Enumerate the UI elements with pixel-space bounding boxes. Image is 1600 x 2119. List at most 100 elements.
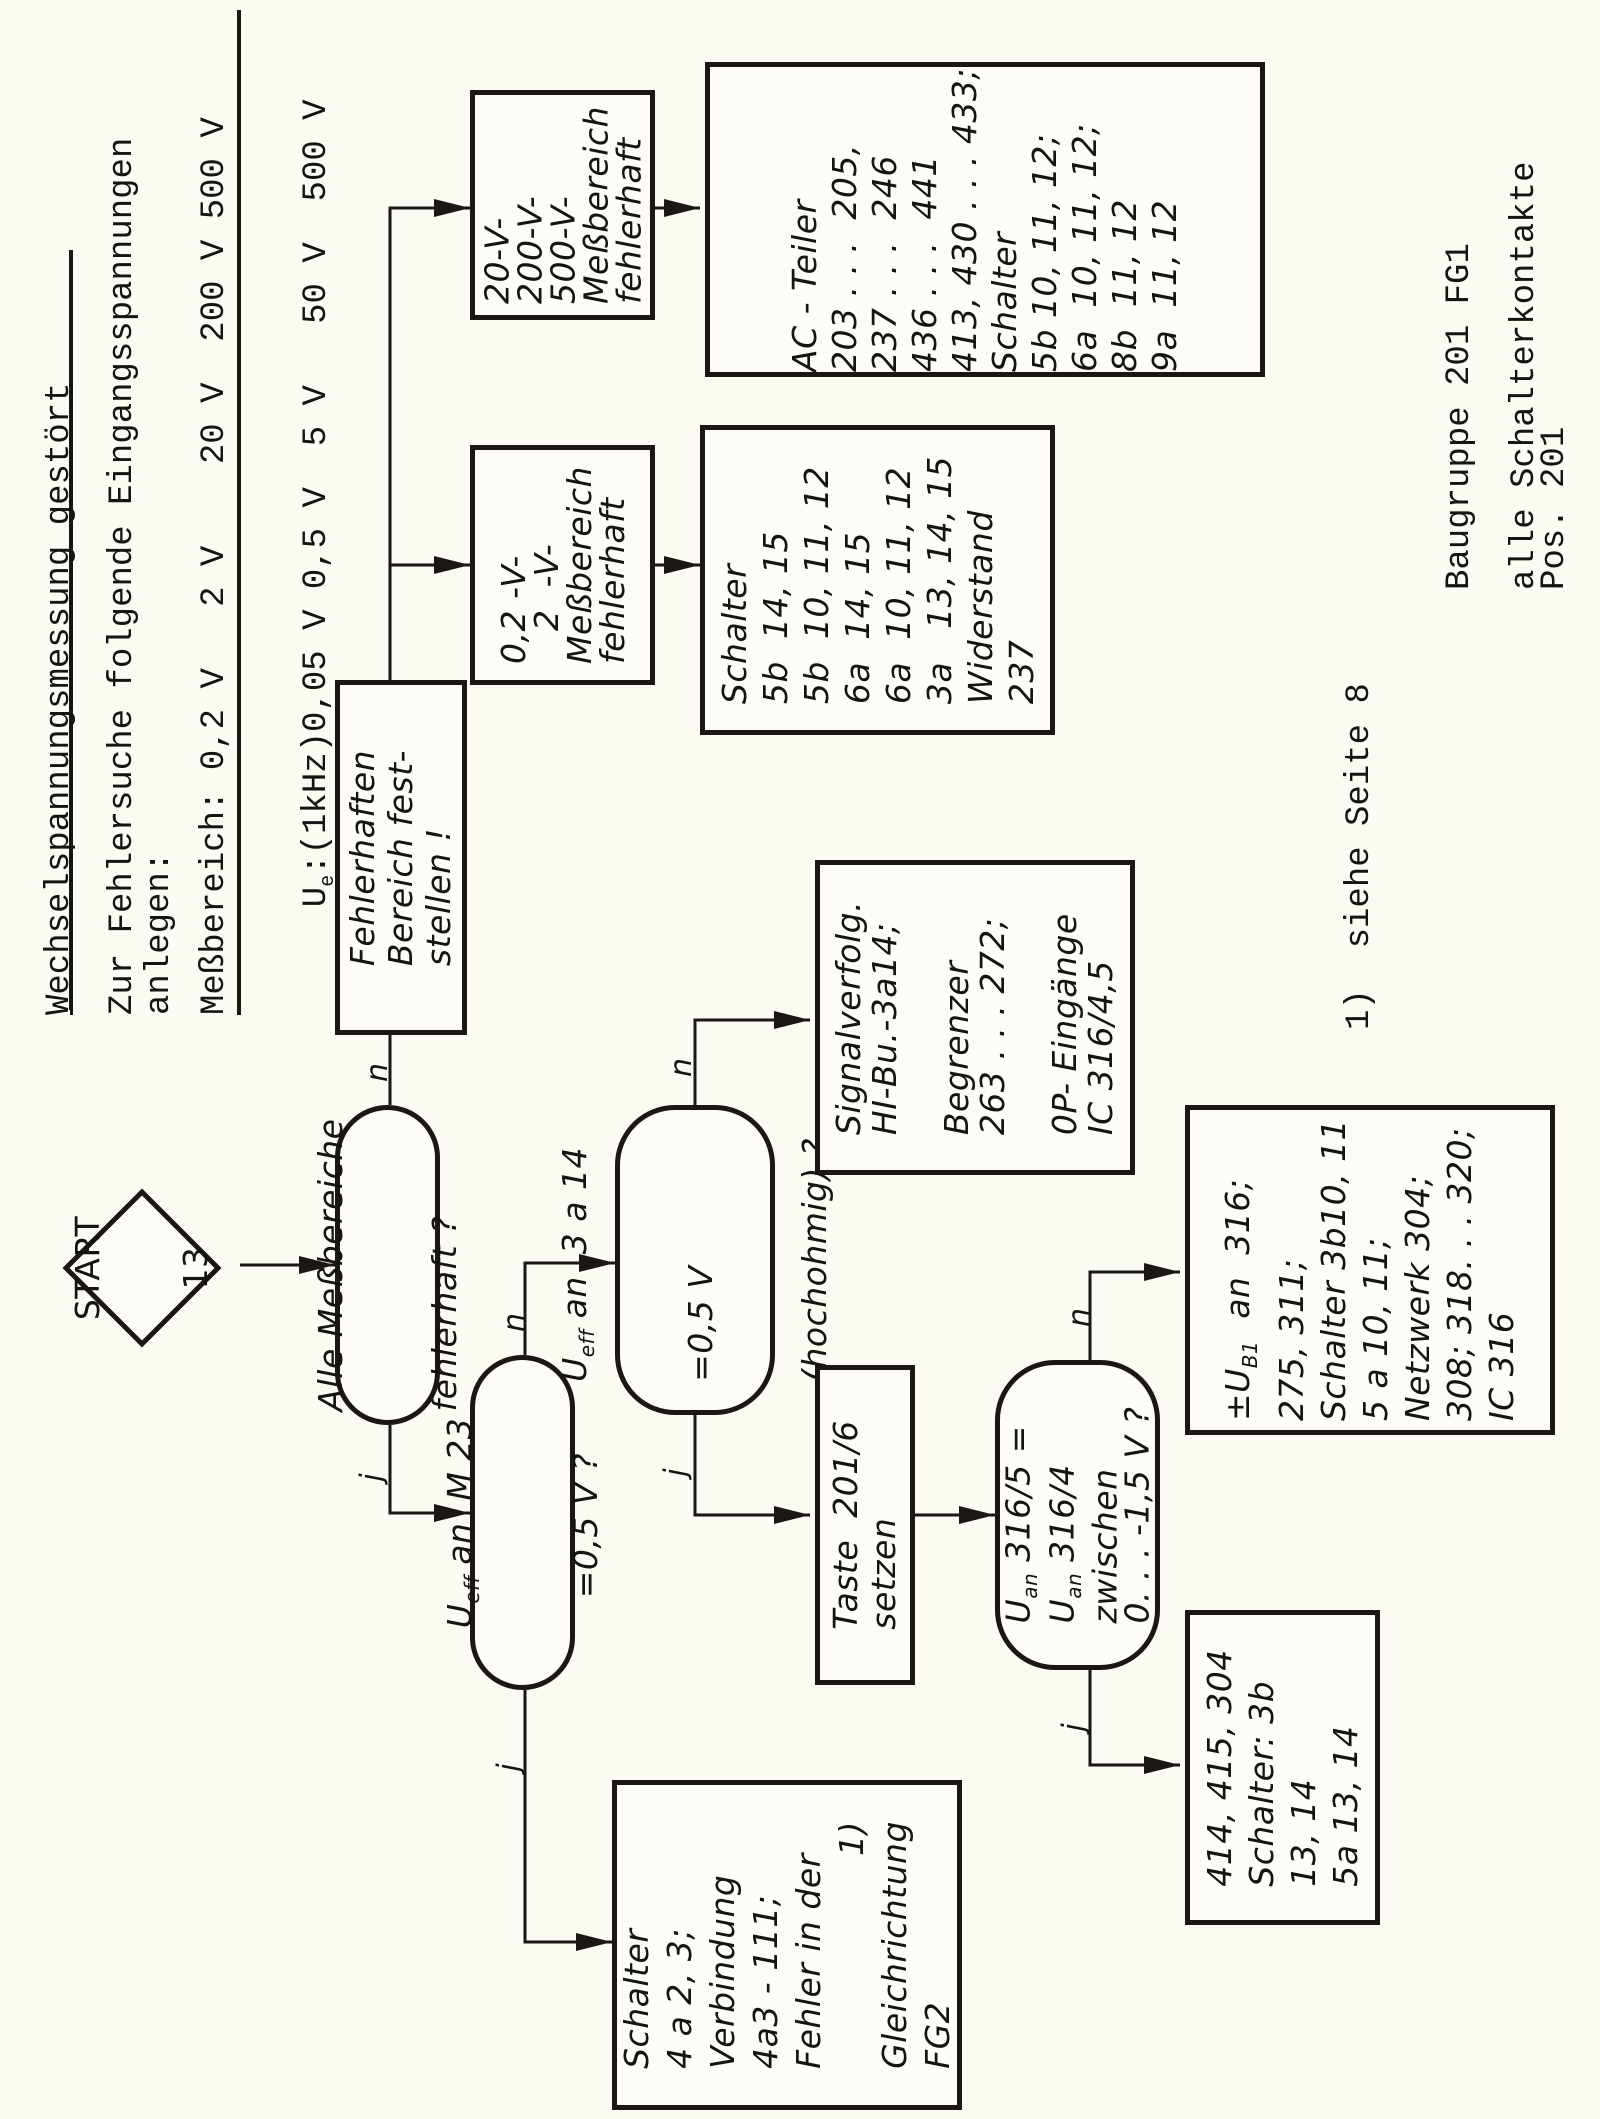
decision-ueff-3a14: Ueff an 3 a 14 =0,5 V (hochohmig) ? [555, 1105, 834, 1415]
box-text-line: 203 . . . 205, [825, 143, 864, 372]
box-text-line: 6a 10, 11, 12; [1065, 122, 1104, 372]
label-yes-q1: j [354, 1473, 390, 1482]
box-text-line: Schalter 3b10, 11 [1313, 1118, 1353, 1422]
box-text-line: HI-Bu.-3a14; [865, 921, 904, 1135]
box-text-line: zwischen [1085, 1468, 1125, 1624]
box-text-line: 2 -V- [526, 543, 566, 664]
box-text-line: stellen ! [419, 827, 458, 966]
connector-q1-yes [388, 1425, 470, 1522]
box-text-line: 3a 13, 14, 15 [919, 455, 959, 705]
box-text-line: 5 a 10, 11; [1355, 1237, 1395, 1422]
box-text-line: 5b 10, 11, 12 [796, 466, 836, 705]
box-text-line: fehlerhaft [592, 497, 632, 664]
box-text-line: Signalverfolg. [829, 900, 868, 1135]
connector-m23-yes [523, 1690, 612, 1951]
connector-find-range [388, 199, 470, 680]
assembly-note-line-3: Pos. 201 [1536, 426, 1574, 590]
box-text-line: Fehlerhaften [343, 749, 382, 966]
connector-3a14-no [693, 1011, 810, 1105]
label-yes-3a14: j [658, 1468, 694, 1477]
range-label: Meßbereich: 0,2 V 2 V 20 V 200 V 500 V [196, 117, 234, 1015]
box-text-line: Schalter: 3b [1241, 1680, 1281, 1887]
box-text-line: 20-V- [477, 217, 516, 304]
label-no-316: n [1062, 1307, 1098, 1328]
box-text-line: fehlerhaft [609, 137, 648, 304]
decision-text: Ueff an M 23 [439, 1417, 484, 1628]
page-title: Wechselspannungsmessung gestört [41, 382, 79, 1015]
box-text-line: 308; 318. . . 320; [1439, 1127, 1479, 1422]
box-text-line: Begrenzer [937, 960, 976, 1135]
box-text-line: 263 . . . 272; [973, 917, 1012, 1135]
box-text-line [1011, 900, 1047, 1134]
box-text-line: 237 . . . 246 [865, 154, 904, 372]
decision-text: fehlerhaft ? [424, 1215, 464, 1412]
box-text-line: 6a 10, 11, 12 [878, 466, 918, 705]
label-no-m23: n [497, 1312, 533, 1333]
box-text-line: setzen [864, 1517, 903, 1630]
box-text-line: Schalter [714, 563, 754, 705]
start-label: START [68, 1215, 107, 1321]
box-text-line: AC - Teiler [785, 198, 824, 372]
box-text-line: Uan 316/4 [1041, 1464, 1086, 1624]
label-no-3a14: n [664, 1057, 700, 1078]
box-text-line: Verbindung [703, 1874, 742, 2069]
box-text-line: 200-V- [510, 195, 549, 304]
intro-line-1: Zur Fehlersuche folgende Eingangsspannun… [104, 137, 142, 1015]
decision-text: =0,5 V [680, 1265, 720, 1382]
label-yes-316: j [1056, 1723, 1092, 1732]
footnote-marker: 1) [832, 1821, 871, 1856]
decision-text: Ueff an 3 a 14 [555, 1147, 599, 1382]
box-text-line: 414, 415, 304 [1199, 1648, 1239, 1887]
box-text-line: 13, 14 [1283, 1778, 1323, 1887]
start-number: 13 [176, 1246, 215, 1290]
box-text-line: 0P- Eingänge [1045, 912, 1084, 1135]
box-text-line: 0. . . -1,5 V ? [1117, 1406, 1157, 1624]
box-text-line: 413, 430 . . . 433; [945, 67, 984, 372]
decision-text: Alle Meßbereiche [310, 1118, 350, 1412]
decision-text: =0,5 V ? [565, 1452, 605, 1598]
input-symbol: U [298, 886, 336, 908]
box-text-line: Uan 316/5 = [997, 1425, 1042, 1624]
box-text-line: 436 . . . 441 [905, 154, 944, 372]
box-text-line: 5b 10, 11, 12; [1025, 133, 1064, 372]
connector-3a14-yes [693, 1415, 810, 1524]
box-text-line: Bereich fest- [381, 749, 420, 966]
start-node: START 13 [62, 1188, 222, 1348]
box-text-line: Netzwerk 304; [1397, 1174, 1437, 1422]
box-text-line: ±UB1 an 316; [1218, 1178, 1262, 1422]
box-text-line: Meßbereich [559, 466, 599, 664]
label-yes-m23: j [491, 1763, 527, 1772]
intro-line-2: anlegen: [141, 851, 179, 1015]
box-text-line: 9a 11, 12 [1145, 199, 1184, 372]
connector-m23-no [523, 1254, 615, 1355]
box-text-line: 8b 11, 12 [1105, 198, 1144, 372]
box-text-line: Widerstand [960, 510, 1000, 705]
footnote: 1) siehe Seite 8 [1341, 683, 1379, 1030]
box-text-line: 237 [1001, 639, 1041, 705]
box-text-line: 500-V- [543, 195, 582, 304]
assembly-note-line-1: Baugruppe 201 FG1 [1441, 243, 1479, 590]
box-text-line: 0,2 -V- [493, 555, 533, 664]
box-text-line: IC 316/4,5 [1081, 959, 1120, 1135]
box-text-line [903, 900, 939, 1134]
box-text-line: FG2 [918, 2001, 957, 2069]
box-text-line: 5a 13, 14 [1325, 1725, 1365, 1887]
box-text-line: Taste 201/6 [826, 1420, 865, 1630]
box-text-line: IC 316 [1481, 1311, 1521, 1422]
box-text-line: Meßbereich [576, 106, 615, 304]
label-no-q1: n [360, 1062, 396, 1083]
box-text-line: Gleichrichtung [875, 1821, 914, 2069]
box-text-line: 275, 311; [1271, 1258, 1311, 1422]
box-text-line: Schalter [617, 1928, 656, 2069]
